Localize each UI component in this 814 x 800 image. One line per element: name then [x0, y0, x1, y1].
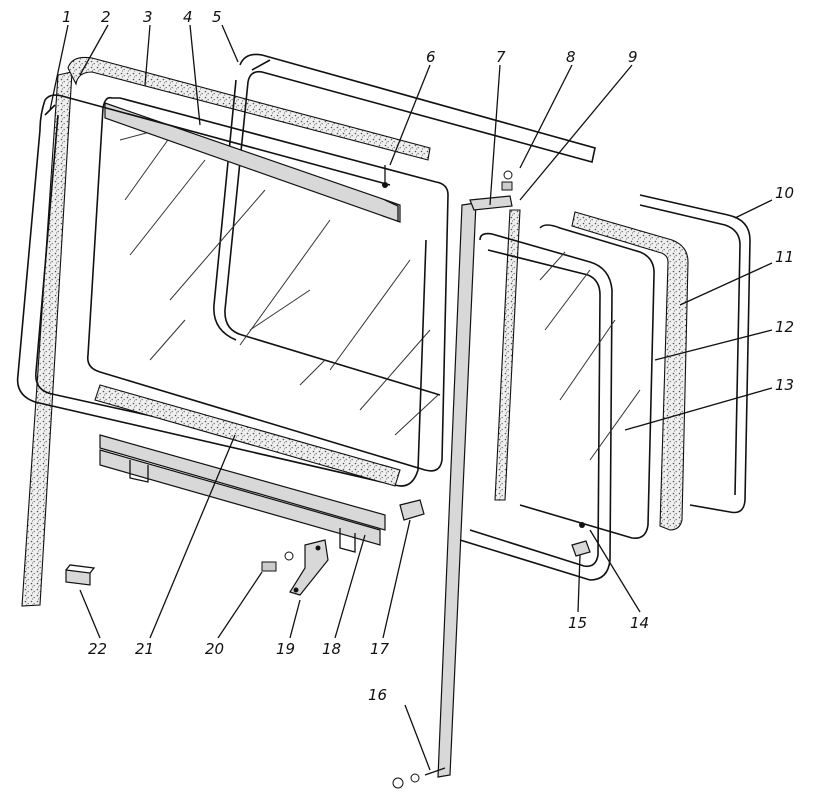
label-18: 18: [322, 640, 341, 658]
part-3-main-glass: [86, 96, 449, 472]
part-20-bolt: [261, 551, 294, 572]
part-5-rear-frame: [213, 53, 596, 396]
part-17-block: [399, 499, 425, 521]
label-21: 21: [135, 640, 154, 658]
label-2: 2: [101, 8, 111, 26]
label-1: 1: [62, 8, 72, 26]
leader-lines: [49, 24, 773, 771]
label-13: 13: [775, 376, 794, 394]
label-11: 11: [775, 248, 794, 266]
label-5: 5: [212, 8, 222, 26]
part-6-screw: [382, 165, 388, 188]
part-11-small-seal: [571, 211, 689, 531]
part-4-top-rail: [104, 102, 401, 223]
label-8: 8: [566, 48, 576, 66]
part-1-vertical-seal: [21, 71, 73, 607]
label-7: 7: [496, 48, 506, 66]
label-20: 20: [205, 640, 224, 658]
label-14: 14: [630, 614, 649, 632]
label-22: 22: [88, 640, 107, 658]
label-17: 17: [370, 640, 390, 658]
label-12: 12: [775, 318, 794, 336]
part-21-bottom-seal: [94, 384, 401, 487]
part-8-fastener: [501, 170, 513, 191]
part-7-divider-post: [437, 195, 513, 778]
part-14-screw: [579, 522, 585, 528]
part-10-outer-frame: [639, 194, 751, 514]
label-9: 9: [628, 48, 638, 66]
part-18-lower-channel: [99, 434, 386, 553]
part-2-upper-seal: [67, 56, 431, 161]
label-16: 16: [368, 686, 387, 704]
part-19-bracket: [289, 539, 329, 596]
label-15: 15: [568, 614, 587, 632]
label-6: 6: [426, 48, 436, 66]
part-22-clip: [65, 564, 96, 586]
label-10: 10: [775, 184, 794, 202]
label-4: 4: [183, 8, 193, 26]
part-15-plate: [571, 540, 591, 557]
part-12-small-glass: [519, 224, 655, 540]
part-9-vertical-seal: [494, 209, 521, 501]
label-3: 3: [143, 8, 153, 26]
label-19: 19: [276, 640, 295, 658]
part-13-small-frame: [459, 232, 613, 581]
part-16-fasteners: [392, 767, 446, 789]
